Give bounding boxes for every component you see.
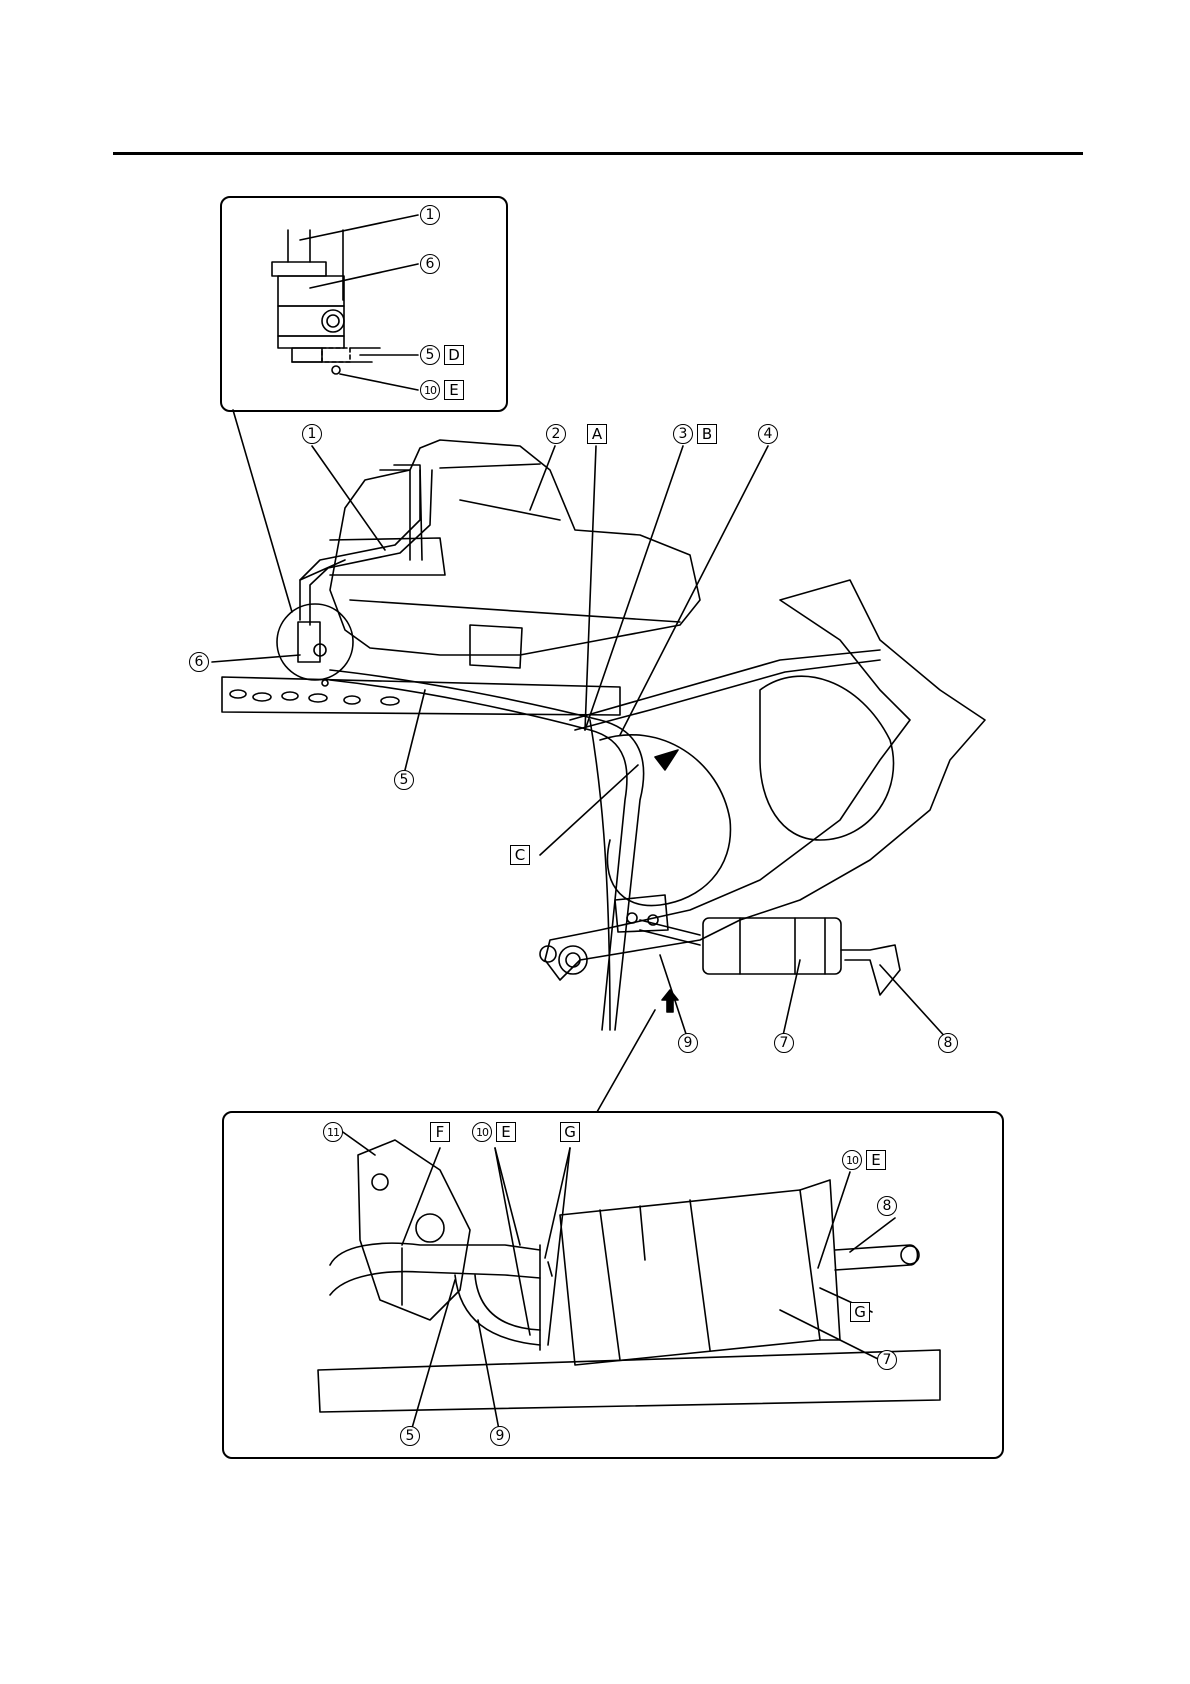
callout-1-inset: 1 — [420, 205, 440, 225]
callout-3-B: 3 B — [673, 424, 717, 444]
callout-10-inset-bottom-left: 10 — [472, 1122, 492, 1142]
fuel-tank-art — [300, 440, 700, 668]
callout-10-E-top: 10 E — [420, 380, 464, 400]
hoses-art — [300, 470, 880, 1030]
callout-9-inset: 9 — [490, 1426, 510, 1446]
letter-D: D — [444, 345, 464, 365]
letter-E-bottom-left: E — [496, 1122, 516, 1142]
callout-5-inset-bottom: 5 — [400, 1426, 420, 1446]
callout-4-main: 4 — [758, 424, 778, 444]
callout-10-E-bottom-left: 10 E — [472, 1122, 516, 1142]
canister-main-art — [615, 895, 900, 995]
main-leaders — [212, 446, 948, 1040]
callout-6-main: 6 — [189, 652, 209, 672]
fuel-pump-unit-art — [277, 604, 353, 686]
callout-1-main: 1 — [302, 424, 322, 444]
callout-5-inset: 5 — [420, 345, 440, 365]
callout-6-inset: 6 — [420, 254, 440, 274]
letter-G-right: G — [850, 1302, 870, 1322]
inset-leader-bottom — [597, 1010, 655, 1112]
letter-B: B — [697, 424, 717, 444]
letter-E-bottom-right: E — [866, 1150, 886, 1170]
letter-E-top: E — [444, 380, 464, 400]
callout-9-main: 9 — [678, 1033, 698, 1053]
inset-bottom-detail — [222, 1111, 1004, 1459]
callout-7-main: 7 — [774, 1033, 794, 1053]
letter-A: A — [587, 424, 607, 444]
letter-F: F — [430, 1122, 450, 1142]
callout-10-inset-top: 10 — [420, 380, 440, 400]
callout-8-inset: 8 — [877, 1196, 897, 1216]
letter-C: C — [510, 845, 530, 865]
callout-10-inset-bottom-right: 10 — [842, 1150, 862, 1170]
callout-5-main: 5 — [394, 770, 414, 790]
callout-2-main: 2 — [546, 424, 566, 444]
callout-11-inset: 11 — [323, 1122, 343, 1142]
letter-G-top: G — [560, 1122, 580, 1142]
inset-top-detail — [220, 196, 508, 412]
callout-3-main: 3 — [673, 424, 693, 444]
callout-7-inset: 7 — [877, 1350, 897, 1370]
inset-leader-top — [233, 410, 292, 612]
frame-right-art — [540, 580, 985, 980]
callout-10-E-bottom-right: 10 E — [842, 1150, 886, 1170]
callout-8-main: 8 — [938, 1033, 958, 1053]
callout-5-D: 5 D — [420, 345, 464, 365]
